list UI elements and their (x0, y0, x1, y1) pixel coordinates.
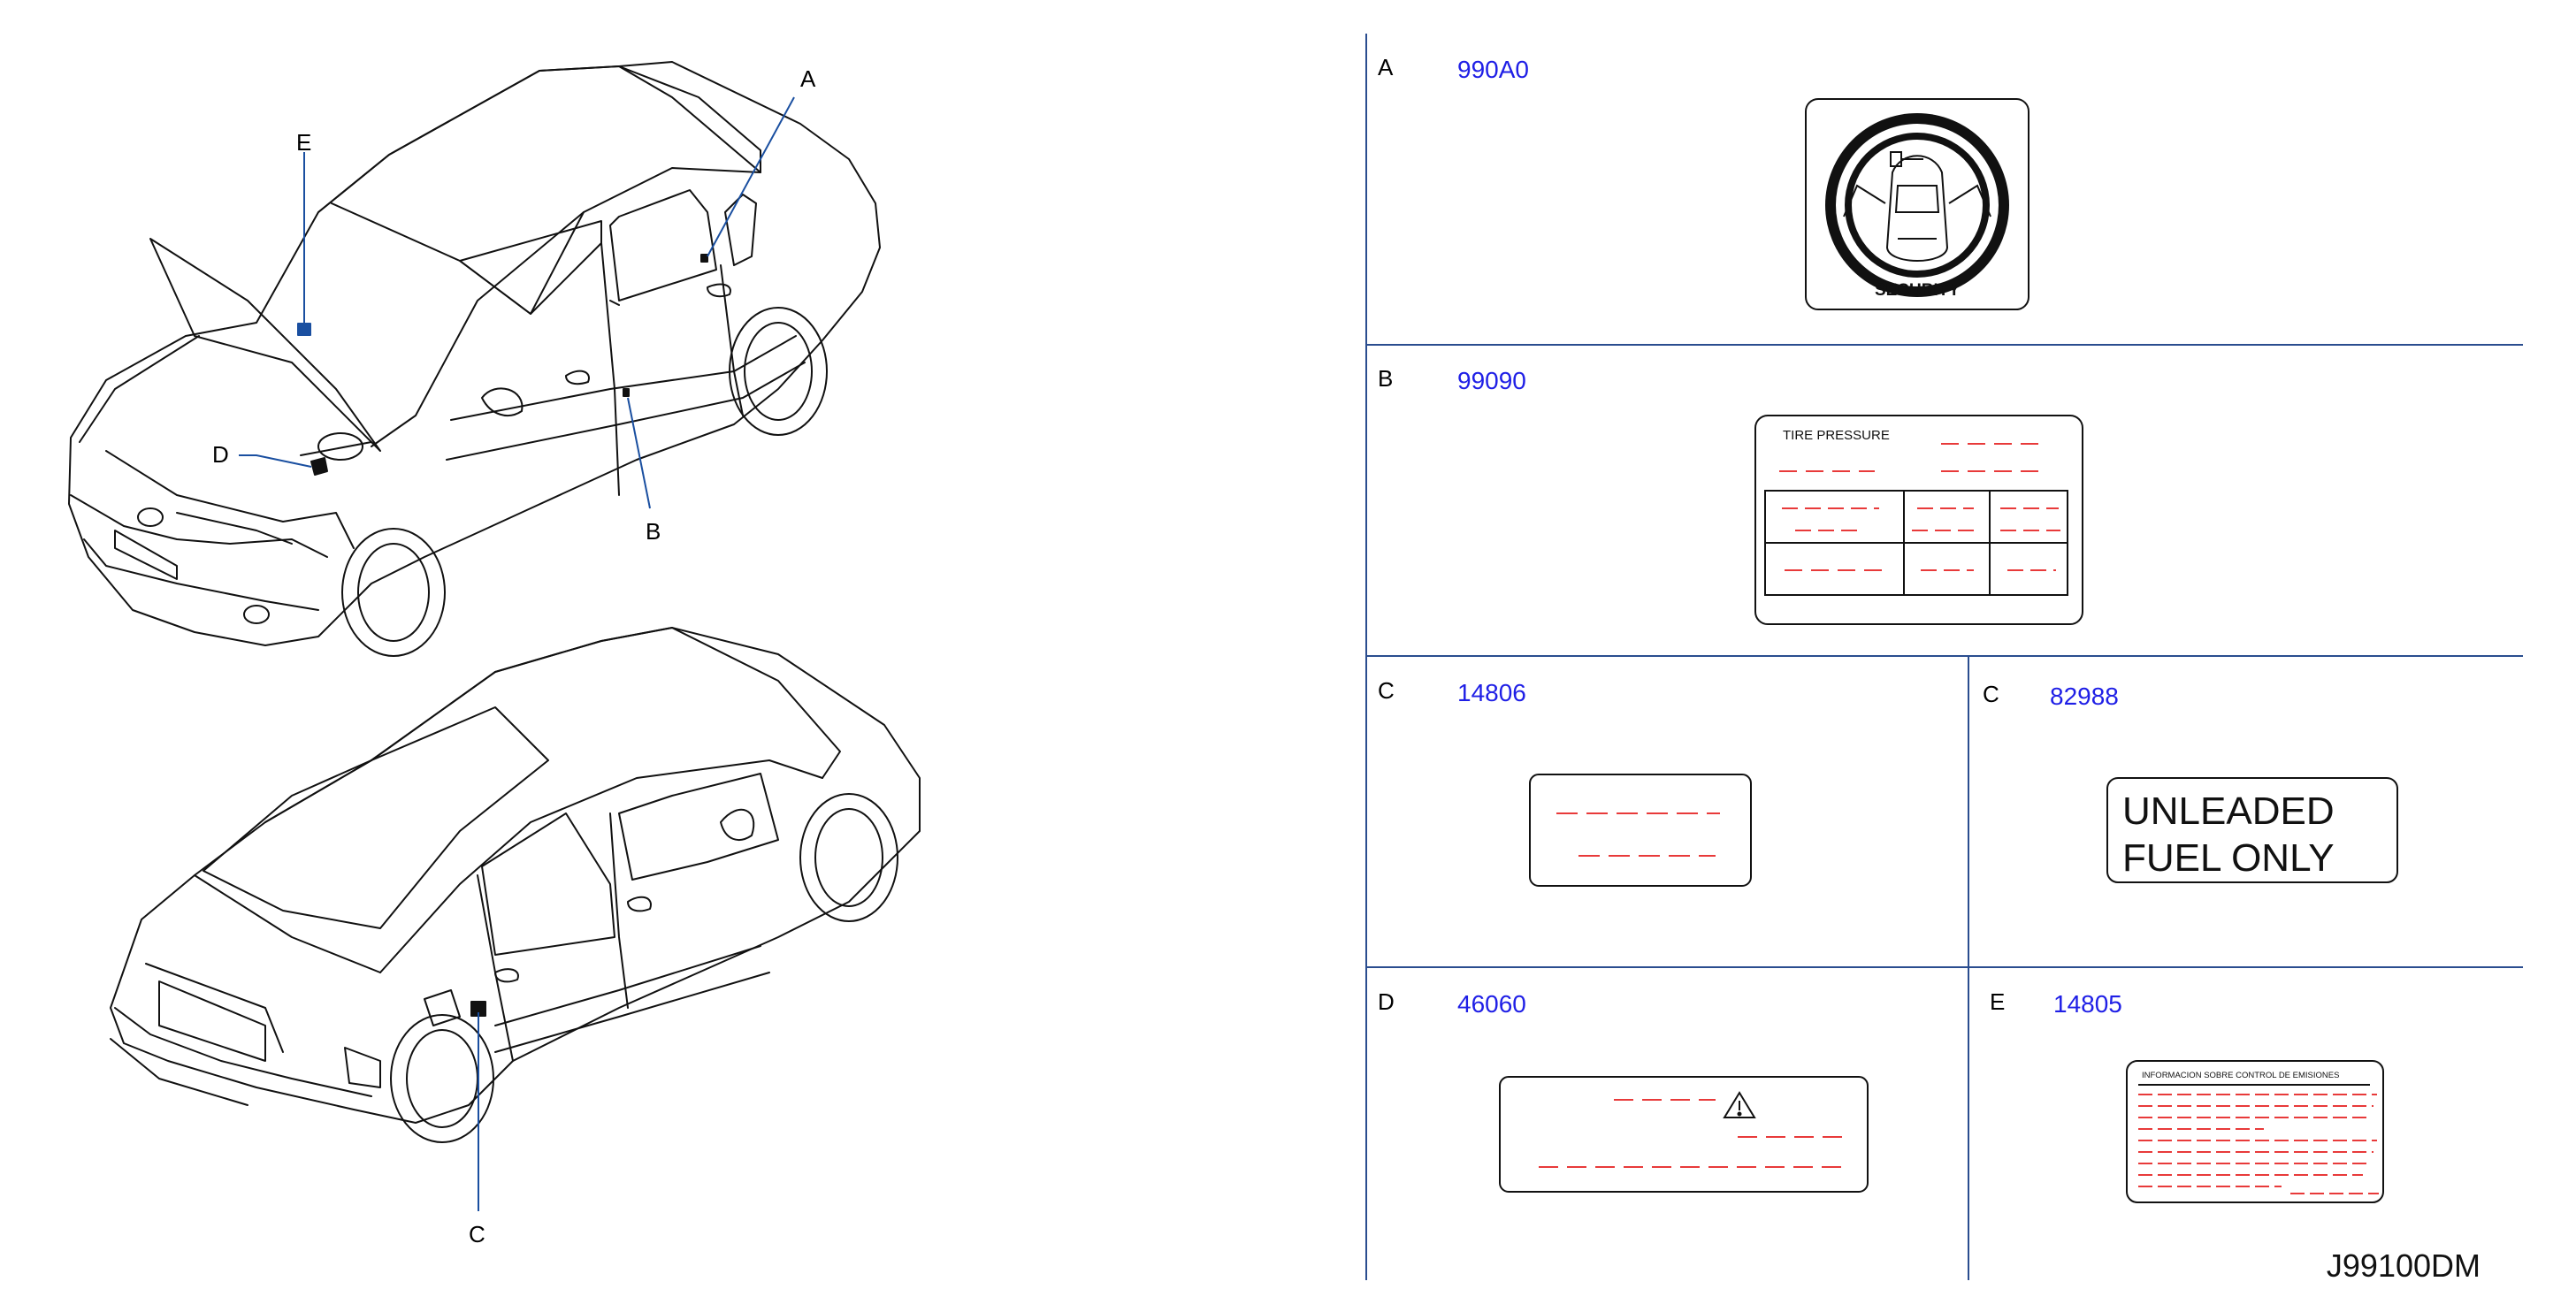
cell-c-1: C 14806 (1378, 677, 1752, 887)
cell-e: E 14805 INFORMACION SOBRE CONTROL DE EMI… (1990, 988, 2384, 1203)
fuel-cap-dashes (1556, 812, 1720, 857)
callout-label-b: B (646, 518, 661, 545)
security-label (1805, 98, 2029, 310)
unleaded-text: UNLEADED (2122, 789, 2335, 833)
fuel-only-text: FUEL ONLY (2122, 836, 2335, 880)
warning-dashes (1539, 1099, 1846, 1168)
cell-b: B 99090 TIRE PRESSURE (1378, 365, 2083, 625)
warning-label (1499, 1076, 1869, 1193)
callout-lines (239, 96, 795, 1211)
car-rear-illustration (110, 627, 921, 1143)
part-number: 82988 (2050, 683, 2119, 710)
emission-control-label (2126, 1060, 2384, 1203)
car-front-illustration (68, 61, 881, 657)
cell-d: D 46060 (1378, 988, 1869, 1193)
cell-letter: C (1983, 681, 1999, 707)
part-number: 14806 (1457, 679, 1526, 706)
callout-line-d (239, 454, 312, 468)
cell-a: A 990A0 SECURITY (1378, 54, 2029, 310)
cell-letter: E (1990, 988, 2005, 1015)
fuel-cap-label (1529, 774, 1752, 887)
cell-letter: C (1378, 677, 1395, 704)
cell-letter: D (1378, 988, 1395, 1015)
part-number: 99090 (1457, 367, 1526, 394)
part-number: 14805 (2053, 990, 2122, 1018)
tire-pressure-title: TIRE PRESSURE (1783, 428, 1890, 443)
callout-label-e: E (296, 129, 311, 156)
part-number: 990A0 (1457, 56, 1529, 83)
unleaded-fuel-label (2106, 777, 2398, 883)
callout-line-b (627, 397, 651, 509)
diagram-code: J99100DM (2327, 1247, 2480, 1284)
label-grid (1365, 34, 2523, 1280)
callout-label-a: A (800, 65, 816, 92)
part-number: 46060 (1457, 990, 1526, 1018)
callout-label-d: D (212, 441, 229, 468)
security-text: SECURITY (1875, 281, 1960, 300)
warning-triangle-icon (1723, 1091, 1756, 1118)
tire-pressure-label (1754, 415, 2083, 625)
emission-heading: INFORMACION SOBRE CONTROL DE EMISIONES (2142, 1071, 2339, 1080)
cell-c-2: C 82988 UNLEADED FUEL ONLY (1983, 681, 2398, 883)
callout-label-c: C (469, 1221, 485, 1247)
tire-placeholder-dashes (1779, 443, 2060, 571)
cell-letter: A (1378, 54, 1394, 80)
emission-dashes (2138, 1094, 2379, 1194)
cell-letter: B (1378, 365, 1393, 392)
callout-line-a (707, 96, 795, 257)
